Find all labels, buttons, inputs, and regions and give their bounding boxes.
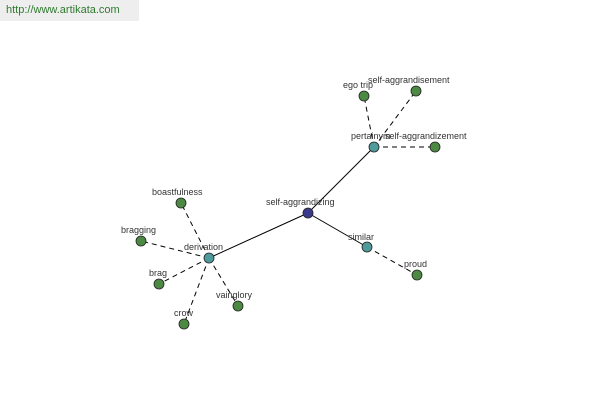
bragging-dot[interactable] <box>135 235 147 247</box>
edge-derivation-vainglory <box>208 257 239 307</box>
edge-derivation-boastfulness <box>180 202 210 259</box>
ego-trip-label[interactable]: ego trip <box>343 80 373 90</box>
bragging-label[interactable]: bragging <box>121 225 156 235</box>
boastfulness-dot[interactable] <box>175 197 187 209</box>
self-aggrandizement-label[interactable]: self-aggrandizement <box>385 131 467 141</box>
center-label[interactable]: self-aggrandizing <box>266 197 335 207</box>
node-center[interactable]: self-aggrandizing <box>266 197 335 219</box>
derivation-label[interactable]: derivation <box>184 242 223 252</box>
edge-center-pertainym <box>307 146 375 214</box>
edge-similar-proud <box>366 246 418 276</box>
self-aggrandisement-label[interactable]: self-aggrandisement <box>368 75 450 85</box>
node-boastfulness[interactable]: boastfulness <box>152 187 203 209</box>
node-self-aggrandisement[interactable]: self-aggrandisement <box>368 75 450 97</box>
node-similar[interactable]: similar <box>348 232 374 253</box>
node-derivation[interactable]: derivation <box>184 242 223 264</box>
edge-center-derivation <box>208 212 309 259</box>
vainglory-label[interactable]: vainglory <box>216 290 253 300</box>
edge-center-similar <box>307 212 368 248</box>
crow-label[interactable]: crow <box>174 308 194 318</box>
pertainym-label[interactable]: pertainym <box>351 131 391 141</box>
node-brag[interactable]: brag <box>149 268 167 290</box>
proud-label[interactable]: proud <box>404 259 427 269</box>
derivation-dot[interactable] <box>203 252 215 264</box>
similar-label[interactable]: similar <box>348 232 374 242</box>
crow-dot[interactable] <box>178 318 190 330</box>
node-self-aggrandizement[interactable]: self-aggrandizement <box>385 131 467 153</box>
edge-pertainym-self-aggrandisement <box>373 90 417 148</box>
node-pertainym[interactable]: pertainym <box>351 131 391 153</box>
node-ego-trip[interactable]: ego trip <box>343 80 373 102</box>
brag-dot[interactable] <box>153 278 165 290</box>
node-proud[interactable]: proud <box>404 259 427 281</box>
brag-label[interactable]: brag <box>149 268 167 278</box>
source-url[interactable]: http://www.artikata.com <box>0 0 139 21</box>
vainglory-dot[interactable] <box>232 300 244 312</box>
ego-trip-dot[interactable] <box>358 90 370 102</box>
boastfulness-label[interactable]: boastfulness <box>152 187 203 197</box>
edge-derivation-brag <box>158 257 210 285</box>
node-crow[interactable]: crow <box>174 308 194 330</box>
self-aggrandizement-dot[interactable] <box>429 141 441 153</box>
similar-dot[interactable] <box>361 241 373 253</box>
pertainym-dot[interactable] <box>368 141 380 153</box>
self-aggrandisement-dot[interactable] <box>410 85 422 97</box>
node-vainglory[interactable]: vainglory <box>216 290 253 312</box>
node-bragging[interactable]: bragging <box>121 225 156 247</box>
edge-derivation-bragging <box>140 240 210 259</box>
proud-dot[interactable] <box>411 269 423 281</box>
edge-derivation-crow <box>183 257 210 325</box>
center-dot[interactable] <box>302 207 314 219</box>
